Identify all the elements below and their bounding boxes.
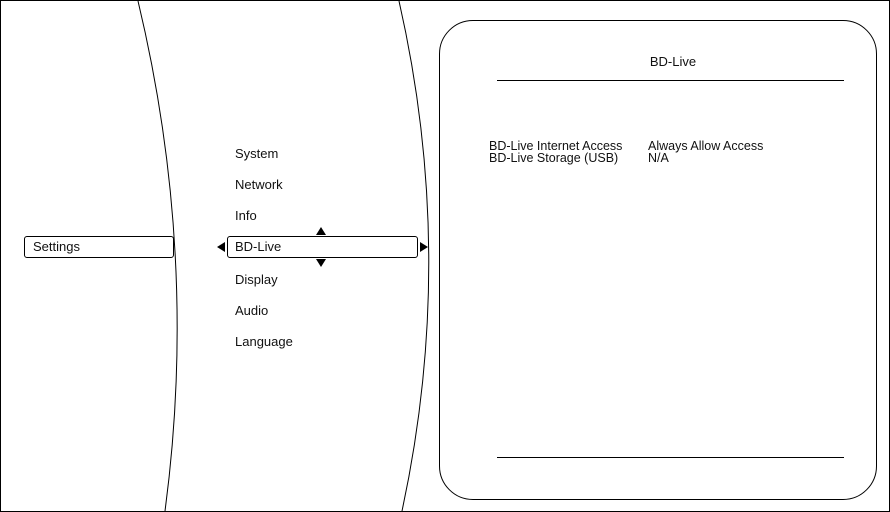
panel-top-divider (497, 80, 844, 81)
panel-bottom-divider (497, 457, 844, 458)
menu-item-display[interactable]: Display (235, 272, 278, 287)
arrow-up-icon[interactable] (316, 227, 326, 235)
settings-list: BD-Live Internet Access Always Allow Acc… (489, 139, 764, 165)
setting-label: BD-Live Internet Access (489, 139, 623, 153)
left-wheel-curve (137, 1, 178, 511)
menu-item-network[interactable]: Network (235, 177, 283, 192)
settings-category[interactable]: Settings (24, 236, 174, 258)
right-wheel-curve (398, 1, 430, 511)
setting-value: Always Allow Access (648, 139, 764, 153)
menu-item-info[interactable]: Info (235, 208, 257, 223)
menu-item-audio[interactable]: Audio (235, 303, 269, 318)
setting-label: BD-Live Storage (USB) (489, 151, 619, 165)
menu-item-bd-live[interactable]: BD-Live (227, 236, 418, 258)
menu-item-system[interactable]: System (235, 146, 279, 161)
setting-value: N/A (648, 151, 669, 165)
arrow-left-icon[interactable] (217, 242, 225, 252)
arrow-right-icon[interactable] (420, 242, 428, 252)
setting-row-storage-usb[interactable]: BD-Live Storage (USB) N/A (489, 151, 763, 165)
panel-title: BD-Live (649, 54, 697, 69)
setting-row-internet-access[interactable]: BD-Live Internet Access Always Allow Acc… (489, 139, 764, 153)
menu-item-language[interactable]: Language (235, 334, 293, 349)
bd-live-panel: BD-Live BD-Live Internet Access Always A… (439, 20, 877, 500)
arrow-down-icon[interactable] (316, 259, 326, 267)
